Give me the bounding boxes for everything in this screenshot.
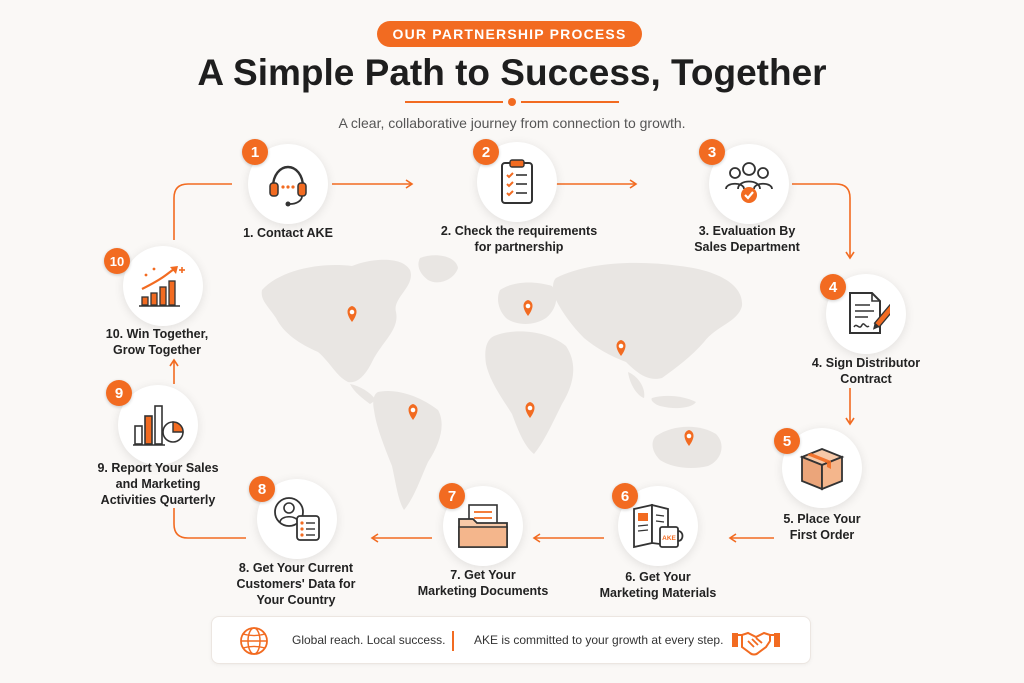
step-3-number: 3 <box>699 139 725 165</box>
step-4-label-line: 4. Sign Distributor <box>811 356 921 370</box>
report-chart-icon <box>133 405 184 446</box>
step-4-number: 4 <box>820 274 846 300</box>
step-1-label: 1. Contact AKE <box>193 225 383 241</box>
step-2-label-line: 2. Check the requirements <box>440 224 598 238</box>
folder-documents-icon <box>458 504 508 548</box>
brochure-mug-icon: AKE <box>633 503 684 549</box>
step-7-label-line: Marketing Documents <box>417 584 549 598</box>
step-1-icon-circle <box>248 144 328 224</box>
handshake-icon <box>732 631 780 656</box>
location-pin-icon <box>616 340 626 356</box>
step-3-label-line: Sales Department <box>694 240 800 254</box>
step-2-number: 2 <box>473 139 499 165</box>
step-5-label-line: 5. Place Your <box>783 512 861 526</box>
step-5-number: 5 <box>774 428 800 454</box>
step-8-number: 8 <box>249 476 275 502</box>
title-divider-right <box>521 101 619 103</box>
step-4-label-line: Contract <box>840 372 892 386</box>
step-9-label: 9. Report Your Sales and Marketing Activ… <box>63 460 253 508</box>
step-8-label: 8. Get Your Current Customers' Data for … <box>201 560 391 608</box>
location-pin-icon <box>684 430 694 446</box>
step-10-label: 10. Win Together, Grow Together <box>62 326 252 358</box>
step-3-label-line: 3. Evaluation By <box>698 224 796 238</box>
footer-banner: Global reach. Local success. AKE is comm… <box>211 616 811 664</box>
step-4-label: 4. Sign Distributor Contract <box>771 355 961 387</box>
location-pin-icon <box>347 306 357 322</box>
headset-icon <box>269 165 307 207</box>
step-1-label-line: 1. Contact AKE <box>243 226 333 240</box>
step-7-label: 7. Get Your Marketing Documents <box>388 567 578 599</box>
title-divider-left <box>405 101 503 103</box>
step-5-label-line: First Order <box>789 528 855 542</box>
contract-sign-icon <box>849 292 890 334</box>
step-8-label-line: Customers' Data for <box>236 577 356 591</box>
step-10-number: 10 <box>104 248 130 274</box>
package-box-icon <box>799 448 845 491</box>
step-5-label: 5. Place Your First Order <box>727 511 917 543</box>
step-7-number: 7 <box>439 483 465 509</box>
growth-chart-icon <box>139 266 185 307</box>
step-9-label-line: 9. Report Your Sales <box>97 461 219 475</box>
step-3-label: 3. Evaluation By Sales Department <box>652 223 842 255</box>
location-pin-icon <box>408 404 418 420</box>
step-10-icon-circle <box>123 246 203 326</box>
step-7-label-line: 7. Get Your <box>450 568 516 582</box>
step-9-icon-circle <box>118 385 198 465</box>
location-pin-icon <box>525 402 535 418</box>
step-9-label-line: Activities Quarterly <box>100 493 216 507</box>
step-1-number: 1 <box>242 139 268 165</box>
page-title: A Simple Path to Success, Together <box>197 52 827 93</box>
step-6-number: 6 <box>612 483 638 509</box>
customer-profile-icon <box>274 497 320 541</box>
footer-left-text: Global reach. Local success. <box>292 633 446 647</box>
step-10-label-line: Grow Together <box>113 343 201 357</box>
page-subtitle: A clear, collaborative journey from conn… <box>338 115 686 131</box>
step-9-label-line: and Marketing <box>115 477 201 491</box>
mug-text: AKE <box>662 535 676 542</box>
step-2-label: 2. Check the requirements for partnershi… <box>424 223 614 255</box>
title-divider-dot <box>508 98 516 106</box>
location-pin-icon <box>523 300 533 316</box>
step-2-label-line: for partnership <box>474 240 564 254</box>
team-check-icon <box>725 162 773 203</box>
section-badge: OUR PARTNERSHIP PROCESS <box>377 21 642 47</box>
footer-right-text: AKE is committed to your growth at every… <box>474 633 724 647</box>
globe-icon <box>240 627 268 655</box>
clipboard-checklist-icon <box>501 159 533 204</box>
step-6-label-line: Marketing Materials <box>599 586 717 600</box>
step-10-label-line: 10. Win Together, <box>105 327 209 341</box>
step-6-label-line: 6. Get Your <box>625 570 691 584</box>
footer-separator <box>452 631 454 651</box>
step-8-label-line: Your Country <box>256 593 336 607</box>
flow-connectors <box>169 179 855 543</box>
map-pins <box>347 300 694 446</box>
step-9-number: 9 <box>106 380 132 406</box>
step-8-label-line: 8. Get Your Current <box>238 561 354 575</box>
step-6-label: 6. Get Your Marketing Materials <box>563 569 753 601</box>
world-map-icon <box>261 255 743 510</box>
